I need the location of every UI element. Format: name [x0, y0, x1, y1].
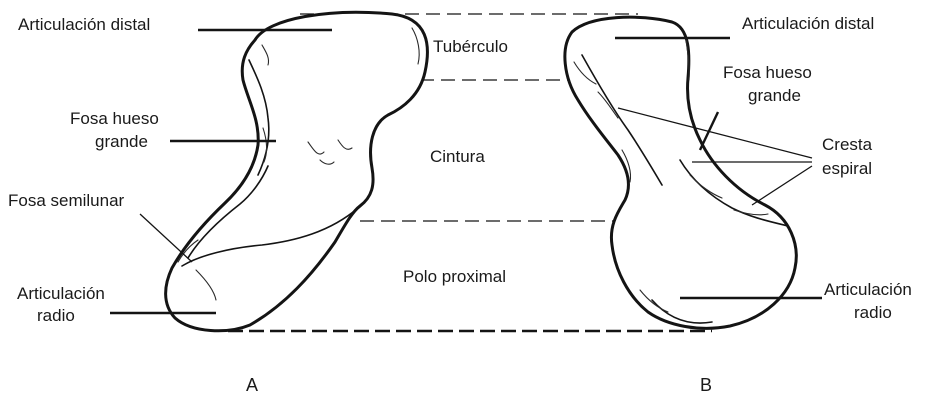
leader-b-cresta-3 — [752, 166, 812, 205]
label-a-articulacion-radio-2: radio — [37, 306, 75, 325]
label-tuberculo: Tubérculo — [433, 37, 508, 56]
label-b-cresta-espiral-2: espiral — [822, 159, 872, 178]
label-a-fosa-semilunar: Fosa semilunar — [8, 191, 125, 210]
label-b-cresta-espiral-1: Cresta — [822, 135, 873, 154]
view-label-a: A — [246, 375, 258, 395]
label-b-articulacion-radio-2: radio — [854, 303, 892, 322]
label-b-fosa-hueso-grande-1: Fosa hueso — [723, 63, 812, 82]
label-a-fosa-hueso-grande-2: grande — [95, 132, 148, 151]
label-cintura: Cintura — [430, 147, 485, 166]
label-b-fosa-hueso-grande-2: grande — [748, 86, 801, 105]
view-label-b: B — [700, 375, 712, 395]
label-b-articulacion-distal: Articulación distal — [742, 14, 874, 33]
bone-a-outline — [166, 12, 428, 330]
leader-a-fosa-semilunar — [140, 214, 192, 262]
label-a-articulacion-distal: Articulación distal — [18, 15, 150, 34]
label-b-articulacion-radio-1: Articulación — [824, 280, 912, 299]
label-a-fosa-hueso-grande-1: Fosa hueso — [70, 109, 159, 128]
label-polo-proximal: Polo proximal — [403, 267, 506, 286]
scaphoid-view-a — [166, 12, 428, 330]
label-a-articulacion-radio-1: Articulación — [17, 284, 105, 303]
